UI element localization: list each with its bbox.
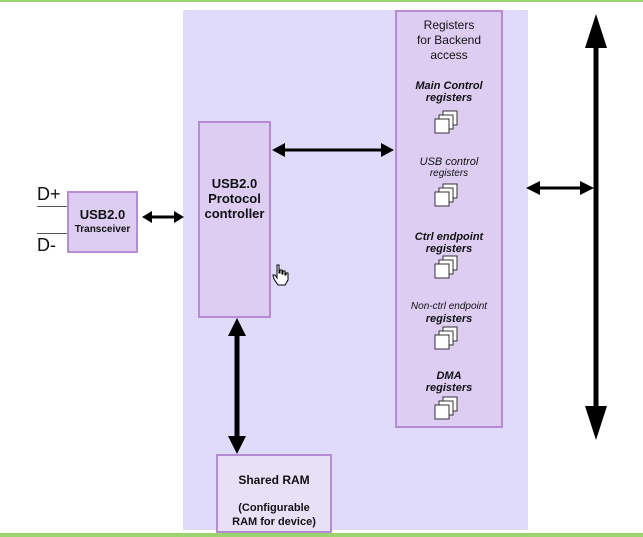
transceiver-block: USB2.0 Transceiver: [67, 191, 138, 253]
pin-dminus-line: [37, 233, 67, 234]
pin-dplus-label: D+: [37, 184, 61, 204]
protocol-line-2: Protocol: [208, 191, 261, 206]
register-stack-icon: [434, 255, 458, 279]
protocol-line-3: controller: [204, 206, 265, 221]
register-stack-icon: [434, 396, 458, 420]
register-group-label: USB control: [419, 156, 479, 168]
register-group-label: Non-ctrl endpoint: [410, 301, 488, 312]
pin-dminus-label: D-: [37, 235, 56, 255]
register-stack-icon: [434, 183, 458, 207]
pin-dplus-line: [37, 206, 67, 207]
register-group-sublabel: registers: [425, 243, 473, 255]
register-stack-icon: [434, 326, 458, 350]
ram-line-2: RAM for device): [232, 516, 316, 528]
system-bus-arrow: [585, 14, 607, 440]
register-group-sublabel: registers: [425, 92, 473, 104]
register-group-label: Main Control: [415, 80, 483, 92]
transceiver-subtitle: Transceiver: [74, 224, 131, 235]
transceiver-title: USB2.0: [79, 207, 126, 222]
ram-title: Shared RAM: [238, 473, 310, 487]
registers-header-3: access: [430, 48, 468, 62]
protocol-line-1: USB2.0: [211, 176, 258, 191]
registers-header-2: for Backend: [416, 33, 482, 47]
protocol-registers-arrow: [272, 143, 394, 157]
register-group-sublabel: registers: [429, 168, 469, 179]
registers-header-1: Registers: [423, 18, 475, 32]
ram-line-1: (Configurable: [238, 502, 310, 514]
registers-block: Registers for Backend access Main Contro…: [395, 10, 503, 428]
bottom-border: [0, 533, 643, 537]
register-group-label: DMA: [436, 370, 462, 382]
protocol-ram-arrow: [228, 318, 246, 454]
register-group-sublabel: registers: [425, 382, 473, 394]
shared-ram-block: Shared RAM (Configurable RAM for device): [216, 454, 332, 533]
top-border: [0, 0, 643, 2]
hand-cursor-icon: [272, 264, 289, 286]
register-group-label: Ctrl endpoint: [414, 231, 484, 243]
register-stack-icon: [434, 110, 458, 134]
protocol-controller-block: USB2.0 Protocol controller: [198, 121, 271, 318]
registers-bus-arrow: [526, 181, 594, 195]
register-group-sublabel: registers: [425, 313, 473, 325]
transceiver-protocol-arrow: [142, 211, 184, 223]
